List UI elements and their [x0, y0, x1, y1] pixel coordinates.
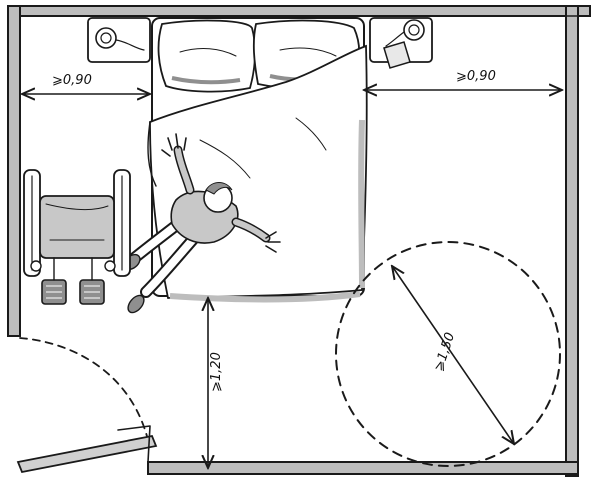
dimension-right-label: ⩾0,90: [456, 69, 496, 84]
pillow-left: [157, 19, 256, 93]
nightstand-right: [369, 17, 433, 69]
dimension-foot-label: ⩾1,20: [209, 352, 224, 392]
lamp-icon: [95, 27, 145, 51]
person-lying-icon: [123, 133, 281, 314]
wheelchair-icon: [23, 169, 131, 305]
nightstand-left: [87, 17, 151, 63]
dimension-foot: ⩾1,20: [208, 298, 224, 468]
door: [16, 337, 158, 474]
turning-circle: ⩾1,50: [335, 241, 561, 467]
room-walls: [7, 5, 591, 477]
turning-circle-label: ⩾1,50: [432, 331, 459, 374]
dimension-right: ⩾0,90: [364, 69, 562, 90]
lamp-icon: [385, 19, 425, 47]
dimension-left: ⩾0,90: [22, 73, 150, 94]
dimension-left-label: ⩾0,90: [52, 73, 92, 88]
